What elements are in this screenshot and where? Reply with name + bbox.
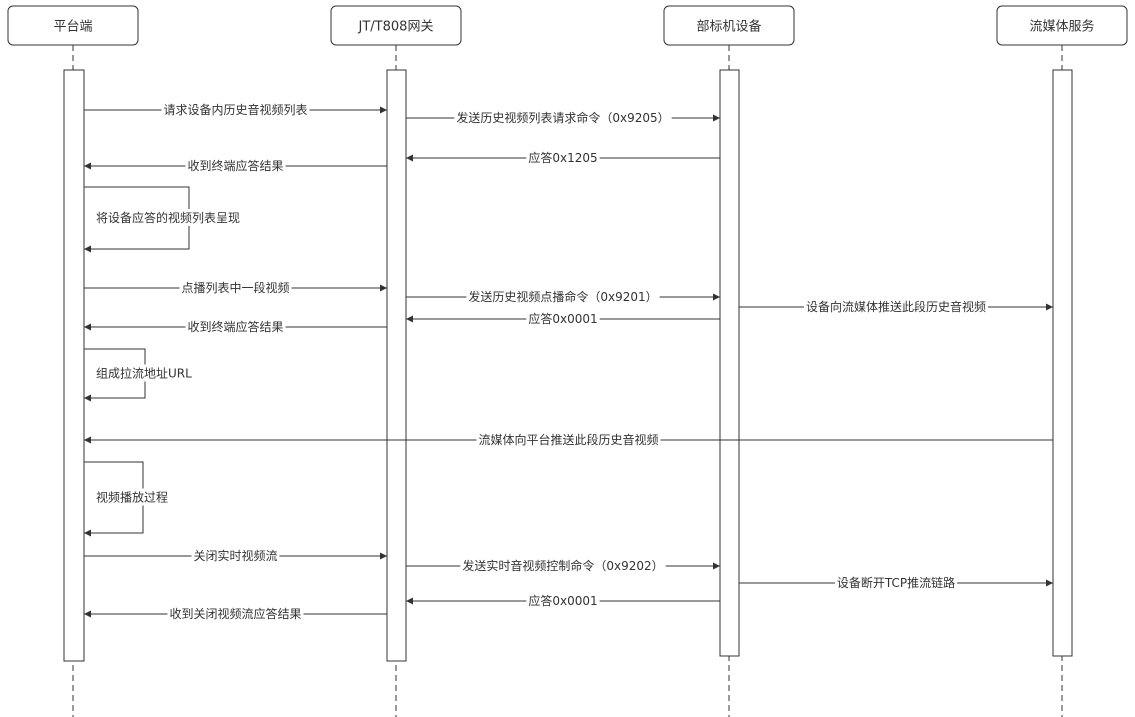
message-label: 应答0x0001	[528, 311, 597, 326]
message-12: 流媒体向平台推送此段历史音视频	[84, 431, 1053, 448]
message-label-background	[466, 288, 660, 305]
message-8: 设备向流媒体推送此段历史音视频	[739, 298, 1053, 315]
activation-bar-media	[1052, 69, 1073, 657]
participant-label: 流媒体服务	[1029, 19, 1094, 35]
message-4: 收到终端应答结果	[84, 157, 387, 174]
message-label-background	[526, 310, 600, 327]
message-17: 应答0x0001	[406, 592, 720, 609]
message-label-background	[185, 157, 286, 174]
message-13: 视频播放过程	[84, 461, 171, 537]
message-label: 收到关闭视频流应答结果	[169, 606, 301, 621]
message-label-background	[476, 431, 661, 448]
message-3: 应答0x1205	[406, 149, 720, 166]
participant-box	[663, 5, 795, 46]
message-label-background	[460, 557, 666, 574]
message-label-background	[526, 149, 600, 166]
message-label: 流媒体向平台推送此段历史音视频	[478, 432, 658, 447]
message-9: 应答0x0001	[406, 310, 720, 327]
activation-bar-gateway	[386, 69, 407, 662]
message-10: 收到终端应答结果	[84, 318, 387, 335]
message-label: 将设备应答的视频列表呈现	[96, 210, 240, 225]
message-15: 发送实时音视频控制命令（0x9202）	[406, 557, 720, 574]
message-label: 设备向流媒体推送此段历史音视频	[806, 299, 986, 314]
message-label-background	[454, 109, 672, 126]
message-5: 将设备应答的视频列表呈现	[84, 186, 243, 253]
participant-gateway: JT/T808网关	[330, 5, 462, 46]
participant-label: 平台端	[53, 20, 92, 35]
message-1: 请求设备内历史音视频列表	[84, 101, 387, 118]
message-label-background	[94, 364, 195, 382]
message-label-background	[803, 298, 989, 315]
message-label-background	[167, 605, 304, 622]
message-label: 视频播放过程	[96, 490, 168, 505]
message-label: 发送历史视频点播命令（0x9201）	[468, 289, 657, 304]
message-label: 发送历史视频列表请求命令（0x9205）	[456, 110, 669, 125]
message-label-background	[94, 209, 243, 226]
message-2: 发送历史视频列表请求命令（0x9205）	[406, 109, 720, 126]
message-label: 应答0x0001	[528, 593, 597, 608]
message-label: 收到终端应答结果	[187, 319, 283, 334]
participant-box	[996, 5, 1128, 46]
participant-label: 部标机设备	[696, 19, 761, 35]
message-label: 应答0x1205	[528, 150, 597, 165]
message-label: 请求设备内历史音视频列表	[163, 102, 307, 117]
message-label-background	[185, 318, 286, 335]
participant-label: JT/T808网关	[358, 20, 434, 35]
message-label: 点播列表中一段视频	[181, 280, 289, 295]
message-label: 组成拉流地址URL	[96, 366, 192, 381]
message-label-background	[526, 592, 600, 609]
message-11: 组成拉流地址URL	[84, 348, 195, 402]
message-14: 关闭实时视频流	[84, 547, 387, 564]
message-label-background	[179, 279, 292, 296]
message-label-background	[94, 488, 171, 506]
message-7: 发送历史视频点播命令（0x9201）	[406, 288, 720, 305]
message-label: 收到终端应答结果	[187, 158, 283, 173]
message-16: 设备断开TCP推流链路	[739, 574, 1053, 591]
participant-box	[7, 5, 139, 46]
participant-box	[330, 5, 462, 46]
activation-bar-platform	[63, 69, 85, 662]
message-label-background	[161, 101, 310, 118]
message-label: 发送实时音视频控制命令（0x9202）	[462, 558, 663, 573]
activation-bar-device	[719, 69, 740, 657]
message-label-background	[834, 574, 958, 591]
participant-device: 部标机设备	[663, 5, 795, 46]
participant-media: 流媒体服务	[996, 5, 1128, 46]
message-18: 收到关闭视频流应答结果	[84, 605, 387, 622]
message-6: 点播列表中一段视频	[84, 279, 387, 296]
participant-platform: 平台端	[7, 5, 139, 46]
message-label: 关闭实时视频流	[193, 548, 277, 563]
message-label-background	[191, 547, 280, 564]
message-label: 设备断开TCP推流链路	[837, 575, 955, 590]
